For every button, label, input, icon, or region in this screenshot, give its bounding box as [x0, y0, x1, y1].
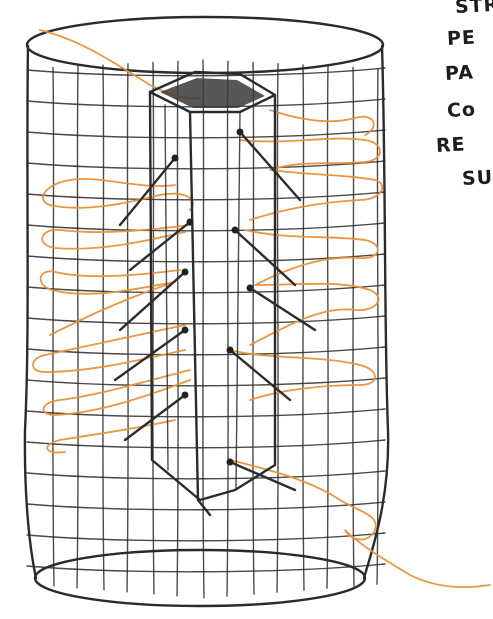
note-line-5: RE — [435, 133, 466, 157]
mesh-vertical-wire — [127, 64, 128, 592]
mesh-vertical-wire — [177, 61, 178, 595]
mesh-vertical-wire — [353, 67, 354, 586]
mesh-horizontal-wire — [27, 192, 385, 200]
mesh-vertical-wire — [203, 60, 204, 598]
mesh-horizontal-wire — [27, 223, 385, 231]
note-line-4: Co — [446, 98, 476, 121]
mesh-horizontal-wire — [27, 130, 385, 138]
column-cap-hatch — [160, 78, 265, 108]
mesh-horizontal-wire — [27, 285, 385, 293]
note-line-1: STR — [454, 0, 493, 18]
mesh-vertical-wire — [77, 66, 78, 587]
note-line-2: PE — [446, 27, 476, 50]
mesh-horizontal-wire — [27, 533, 385, 541]
cage-left-side — [25, 46, 36, 578]
mesh-horizontal-wire — [27, 254, 385, 262]
orange-string — [33, 30, 490, 587]
mesh-horizontal-wire — [27, 564, 385, 572]
mesh-horizontal-wire — [27, 471, 385, 479]
cage-bottom-rim — [35, 550, 365, 606]
note-line-3: PA — [444, 62, 474, 85]
mesh-vertical-wire — [253, 62, 254, 594]
mesh-vertical-wire — [277, 64, 278, 593]
central-column — [150, 72, 275, 515]
mesh-horizontal-wire — [27, 440, 385, 448]
mesh-vertical-wire — [303, 65, 304, 590]
mesh-vertical-wire — [227, 61, 228, 596]
cage-right-side — [364, 46, 388, 578]
mesh-vertical-wire — [327, 66, 328, 588]
mesh-vertical-wire — [153, 63, 154, 594]
mesh-horizontal-wire — [27, 161, 385, 169]
mesh-vertical-wire — [53, 68, 54, 586]
note-line-6: SU — [461, 166, 493, 190]
mesh-vertical-wire — [103, 65, 104, 590]
pins — [115, 129, 315, 491]
mesh-horizontal-wire — [27, 378, 385, 386]
